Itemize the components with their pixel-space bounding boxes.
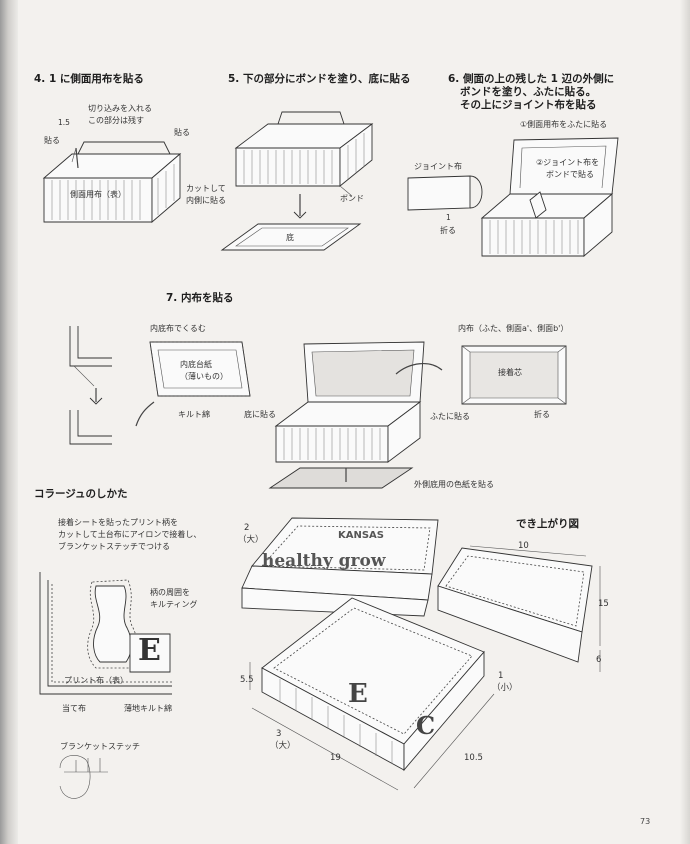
step4-label-paste-left: 貼る	[44, 136, 60, 145]
step7-illustrations	[69, 326, 567, 489]
collage-label-around-1: 柄の周囲を	[150, 588, 190, 597]
print-healthy: healthy grow	[262, 551, 386, 571]
step6-label-joint-bond-1: ②ジョイント布を	[536, 158, 600, 167]
collage-letter-e: E	[138, 633, 161, 668]
step4-label-paste-inside: 内側に貼る	[186, 196, 226, 205]
step5-label-base: 底	[286, 233, 294, 242]
step6-title-line2: ボンドを塗り、ふたに貼る。	[460, 86, 597, 98]
step4-label-cut: 切り込みを入れる	[88, 104, 152, 113]
step6-label-side-to-lid: ①側面用布をふたに貼る	[520, 120, 608, 129]
print-c: C	[416, 711, 436, 740]
step6-label-joint-fabric: ジョイント布	[414, 162, 462, 171]
step7-label-interfacing: 接着芯	[498, 368, 522, 377]
box2-size: （大）	[238, 535, 264, 545]
step4-box-illustration	[42, 141, 182, 223]
step7-label-paste-base: 底に貼る	[244, 410, 276, 419]
step4-label-cut-in: カットして	[186, 184, 226, 193]
step5-box-illustration	[220, 111, 374, 251]
step7-label-fold: 折る	[534, 410, 550, 419]
collage-title: コラージュのしかた	[34, 488, 128, 500]
box2-number: 2	[244, 523, 250, 533]
step4-title: 4. 1 に側面用布を貼る	[34, 73, 144, 85]
collage-note-line1: 接着シートを貼ったプリント柄を	[58, 518, 178, 527]
step4-label-keep: この部分は残す	[88, 116, 144, 125]
step6-title-line1: 6. 側面の上の残した 1 辺の外側に	[448, 73, 615, 85]
dim-15: 15	[598, 599, 609, 609]
step7-label-paste-lid: ふたに貼る	[430, 412, 470, 421]
collage-label-around-2: キルティング	[150, 600, 198, 609]
step7-title: 7. 内布を貼る	[166, 292, 234, 304]
step4-label-side-fabric: 側面用布（表）	[70, 190, 126, 199]
step5-label-bond: ボンド	[340, 194, 364, 203]
step6-dim: 1	[446, 213, 451, 222]
collage-illustration	[39, 572, 172, 799]
step7-label-board: 内底台紙	[180, 360, 212, 369]
collage-stitch-label: ブランケットステッチ	[60, 742, 140, 751]
collage-label-batting: 薄地キルト綿	[124, 704, 172, 713]
dim-10: 10	[518, 541, 529, 551]
book-spine-shadow	[0, 0, 18, 844]
step4-dim: 1.5	[58, 118, 70, 127]
box1-size: （小）	[492, 683, 518, 693]
dim-5-5: 5.5	[240, 675, 254, 685]
step6-label-fold: 折る	[440, 226, 456, 235]
finished-title: でき上がり図	[516, 518, 579, 530]
step6-box-illustration	[407, 137, 619, 257]
finished-boxes-illustration	[241, 517, 601, 791]
step7-label-lining: 内布（ふた、側面a'、側面b'）	[458, 324, 569, 333]
box3-number: 3	[276, 729, 282, 739]
step4-label-paste-right: 貼る	[174, 128, 190, 137]
collage-note-line2: カットして土台布にアイロンで接着し、	[58, 530, 202, 539]
step7-label-board-thin: （薄いもの）	[180, 372, 228, 381]
box1-number: 1	[498, 671, 504, 681]
step7-label-wrap: 内底布でくるむ	[150, 324, 206, 333]
collage-label-print: プリント布（表）	[64, 676, 128, 685]
step7-label-outer-base: 外側底用の色紙を貼る	[414, 480, 494, 489]
collage-note-line3: ブランケットステッチでつける	[58, 542, 170, 551]
dim-10-5: 10.5	[464, 753, 483, 763]
print-kansas: KANSAS	[338, 530, 385, 541]
page-edge-shadow	[680, 0, 690, 844]
page-number: 73	[640, 817, 651, 826]
box3-size: （大）	[270, 741, 296, 751]
dim-6: 6	[596, 655, 602, 665]
dim-19: 19	[330, 753, 341, 763]
step7-label-batting: キルト綿	[178, 410, 210, 419]
step6-title-line3: その上にジョイント布を貼る	[460, 99, 597, 111]
step5-title: 5. 下の部分にボンドを塗り、底に貼る	[228, 73, 411, 85]
print-e: E	[348, 679, 368, 709]
step6-label-joint-bond-2: ボンドで貼る	[546, 170, 594, 179]
collage-label-backing: 当て布	[62, 704, 86, 713]
